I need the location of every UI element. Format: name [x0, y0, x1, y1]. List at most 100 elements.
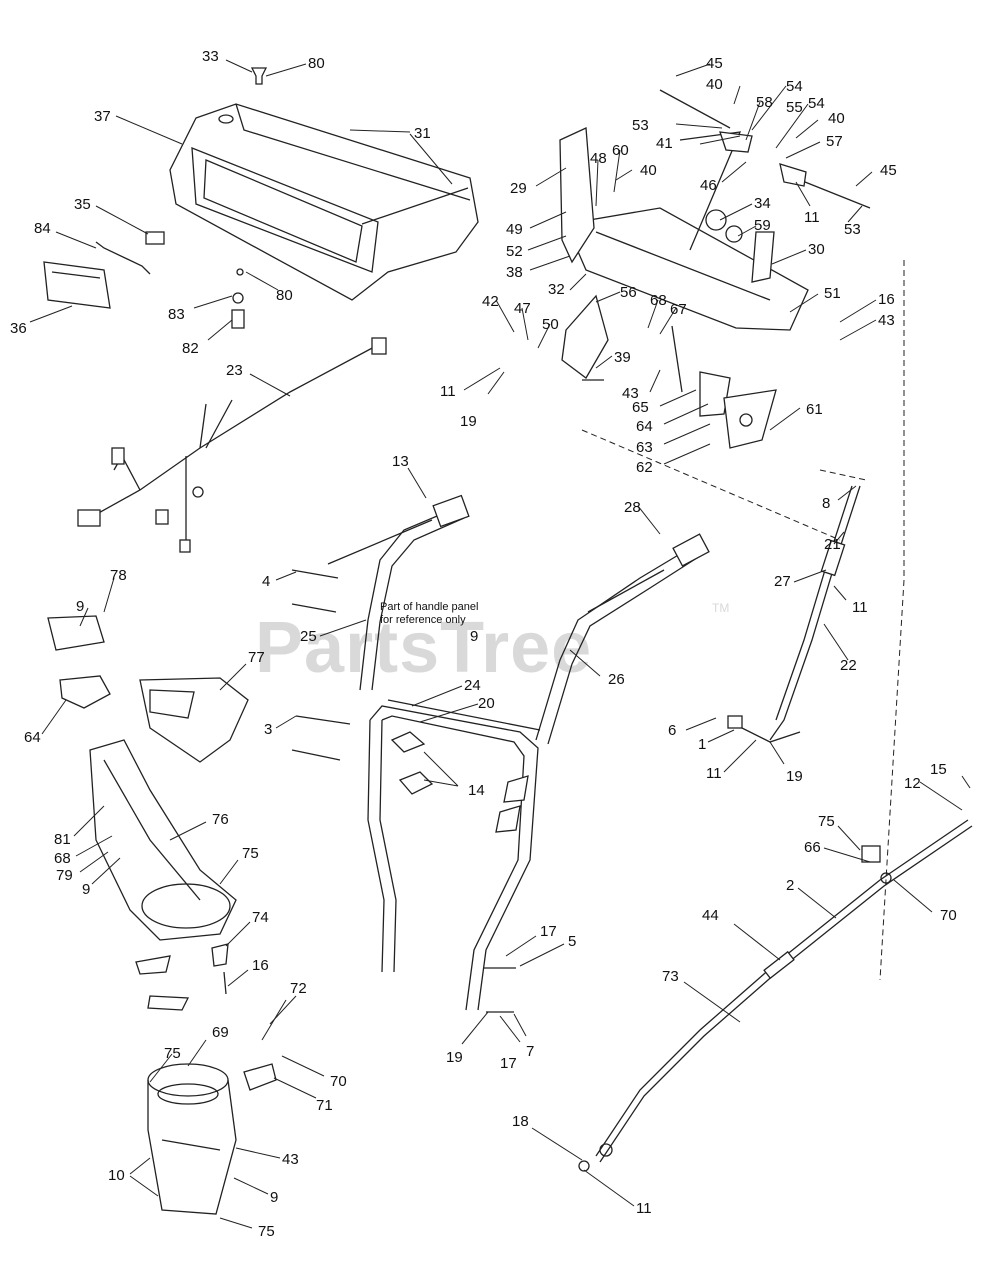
callout-58: 58: [756, 94, 773, 111]
callout-75: 75: [818, 813, 835, 830]
callout-9-b: 9: [470, 628, 478, 645]
callout-80-b: 80: [276, 287, 293, 304]
callout-39: 39: [614, 349, 631, 366]
callout-40-b: 40: [828, 110, 845, 127]
callout-9-d: 9: [270, 1189, 278, 1206]
reference-note-line2: for reference only: [380, 614, 466, 626]
callout-79: 79: [56, 867, 73, 884]
callout-82: 82: [182, 340, 199, 357]
leader-lines: [29, 59, 971, 1229]
callout-12: 12: [904, 775, 921, 792]
callout-21: 21: [824, 536, 841, 553]
callout-37: 37: [94, 108, 111, 125]
callout-10: 10: [108, 1167, 125, 1184]
callout-13: 13: [392, 453, 409, 470]
callout-15: 15: [930, 761, 947, 778]
callout-8: 8: [822, 495, 830, 512]
callout-11-c: 11: [852, 599, 868, 616]
callout-75-d: 75: [258, 1223, 275, 1240]
callout-72: 72: [290, 980, 307, 997]
callout-16: 16: [878, 291, 895, 308]
callout-42: 42: [482, 293, 499, 310]
callout-43: 43: [878, 312, 895, 329]
dashed-guide-mid: [581, 429, 841, 541]
callout-83: 83: [168, 306, 185, 323]
callout-81: 81: [54, 831, 71, 848]
callout-78: 78: [110, 567, 127, 584]
chute-base-part: [147, 1063, 277, 1215]
callout-17-b: 17: [500, 1055, 517, 1072]
panel-plate-part: [43, 261, 111, 309]
callout-75-c: 75: [164, 1045, 181, 1062]
callout-45: 45: [706, 55, 723, 72]
chute-part: [47, 615, 249, 941]
callout-57: 57: [826, 133, 843, 150]
callout-9-c: 9: [82, 881, 90, 898]
callout-11-d: 11: [706, 765, 722, 782]
callout-53-b: 53: [844, 221, 861, 238]
callout-48: 48: [590, 150, 607, 167]
callout-43-b: 43: [622, 385, 639, 402]
callout-41: 41: [656, 135, 673, 152]
callout-60: 60: [612, 142, 629, 159]
callout-55: 55: [786, 99, 803, 116]
callout-14: 14: [468, 782, 485, 799]
callout-53: 53: [632, 117, 649, 134]
control-panel-part: [559, 89, 871, 331]
callout-68-b: 68: [54, 850, 71, 867]
chute-crank-part: [727, 485, 861, 743]
callout-26: 26: [608, 671, 625, 688]
callout-70: 70: [940, 907, 957, 924]
handle-upper-left-part: [327, 494, 470, 691]
callout-73: 73: [662, 968, 679, 985]
small-fasteners: [95, 67, 268, 329]
callout-46: 46: [700, 177, 717, 194]
callout-2: 2: [786, 877, 794, 894]
shift-rod-part: [578, 819, 973, 1172]
callout-7: 7: [526, 1043, 534, 1060]
reference-note: Part of handle panel for reference only: [380, 601, 478, 626]
callout-30: 30: [808, 241, 825, 258]
top-cover-part: [169, 103, 479, 301]
callout-84: 84: [34, 220, 51, 237]
callout-50: 50: [542, 316, 559, 333]
callout-31: 31: [414, 125, 431, 142]
callout-16-b: 16: [252, 957, 269, 974]
dashed-guide-short: [819, 469, 867, 481]
callout-22: 22: [840, 657, 857, 674]
callout-64: 64: [636, 418, 653, 435]
callout-28: 28: [624, 499, 641, 516]
callout-59: 59: [754, 217, 771, 234]
callout-70-b: 70: [330, 1073, 347, 1090]
callout-49: 49: [506, 221, 523, 238]
handle-knobs-part: [390, 731, 529, 833]
callout-75-b: 75: [242, 845, 259, 862]
callout-labels: 33 80 37 31 35 84 36 83 80 82 23 45 40 5…: [10, 48, 957, 1240]
callout-1: 1: [698, 736, 706, 753]
callout-38: 38: [506, 264, 523, 281]
callout-20: 20: [478, 695, 495, 712]
callout-64-b: 64: [24, 729, 41, 746]
callout-17: 17: [540, 923, 557, 940]
callout-40: 40: [706, 76, 723, 93]
callout-4: 4: [262, 573, 270, 590]
callout-9: 9: [76, 598, 84, 615]
callout-68: 68: [650, 292, 667, 309]
callout-35: 35: [74, 196, 91, 213]
callout-77: 77: [248, 649, 265, 666]
callout-63: 63: [636, 439, 653, 456]
callout-69: 69: [212, 1024, 229, 1041]
callout-23: 23: [226, 362, 243, 379]
callout-19-c: 19: [446, 1049, 463, 1066]
handle-bolts-part: [291, 569, 516, 1013]
callout-62: 62: [636, 459, 653, 476]
callout-27: 27: [774, 573, 791, 590]
callout-24: 24: [464, 677, 481, 694]
callout-11-b: 11: [440, 383, 456, 400]
callout-54: 54: [786, 78, 803, 95]
callout-34: 34: [754, 195, 771, 212]
callout-19-b: 19: [786, 768, 803, 785]
watermark-text: PartsTree: [255, 608, 592, 688]
callout-65: 65: [632, 399, 649, 416]
callout-43-c: 43: [282, 1151, 299, 1168]
